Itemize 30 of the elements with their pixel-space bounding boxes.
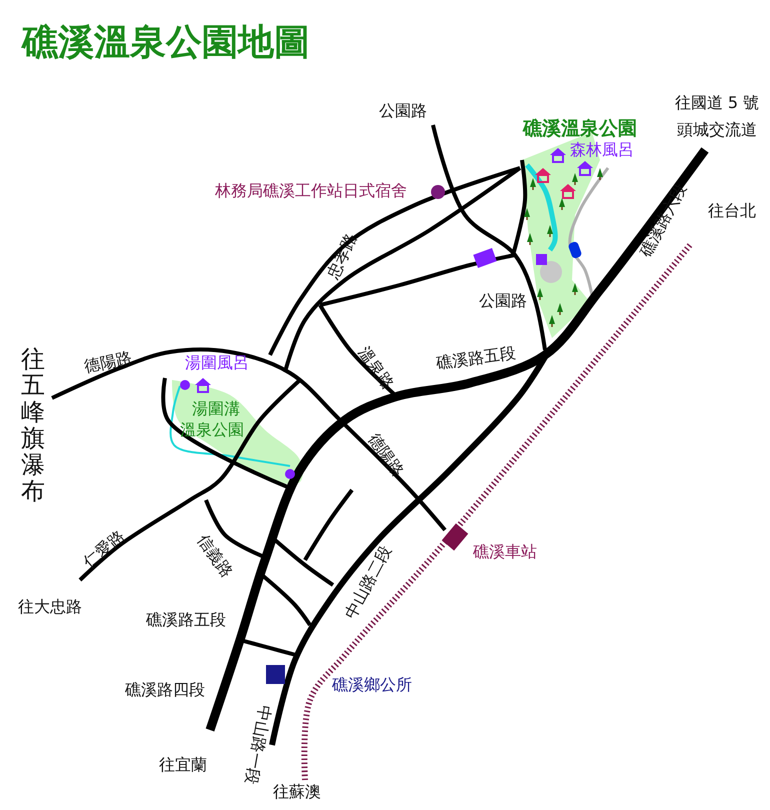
road-label: 德陽路 bbox=[365, 430, 407, 480]
road-label: 往宜蘭 bbox=[159, 756, 207, 774]
place-label: 林務局礁溪工作站日式宿舍 bbox=[215, 182, 407, 200]
road-label: 公園路 bbox=[479, 292, 527, 310]
place-label: 礁溪溫泉公園 bbox=[523, 118, 637, 140]
place-label: 森林風呂 bbox=[570, 141, 634, 159]
place-label: 礁溪車站 bbox=[473, 543, 537, 561]
road-label: 信義路 bbox=[194, 531, 236, 581]
map-title: 礁溪溫泉公園地圖 bbox=[22, 21, 310, 65]
road-label: 中山路二段 bbox=[341, 542, 395, 622]
place-label: 湯圍溝 bbox=[192, 400, 240, 418]
road-label: 礁溪路五段 bbox=[435, 344, 517, 372]
road-label: 公園路 bbox=[379, 102, 427, 120]
road-label: 礁溪路四段 bbox=[125, 681, 205, 699]
road-label: 礁溪路五段 bbox=[146, 611, 226, 629]
road-label: 溫泉路 bbox=[355, 343, 397, 393]
road-label: 頭城交流道 bbox=[677, 121, 757, 139]
road-label: 往台北 bbox=[708, 202, 756, 220]
direction-label: 往五峰旗瀑布 bbox=[21, 346, 45, 504]
road-label: 忠孝路 bbox=[324, 230, 360, 282]
place-label: 礁溪鄉公所 bbox=[332, 676, 412, 694]
road-label: 中山路一段 bbox=[242, 704, 274, 786]
road-label: 往蘇澳 bbox=[273, 783, 321, 801]
road-label: 礁溪路六段 bbox=[636, 180, 690, 260]
place-label: 湯圍風呂 bbox=[185, 354, 249, 372]
road-label: 往國道 5 號 bbox=[674, 94, 760, 112]
road-label: 德陽路 bbox=[82, 348, 134, 376]
road-label: 往大忠路 bbox=[18, 598, 82, 616]
place-label: 溫泉公園 bbox=[180, 421, 244, 439]
road-label: 仁愛路 bbox=[80, 526, 128, 572]
